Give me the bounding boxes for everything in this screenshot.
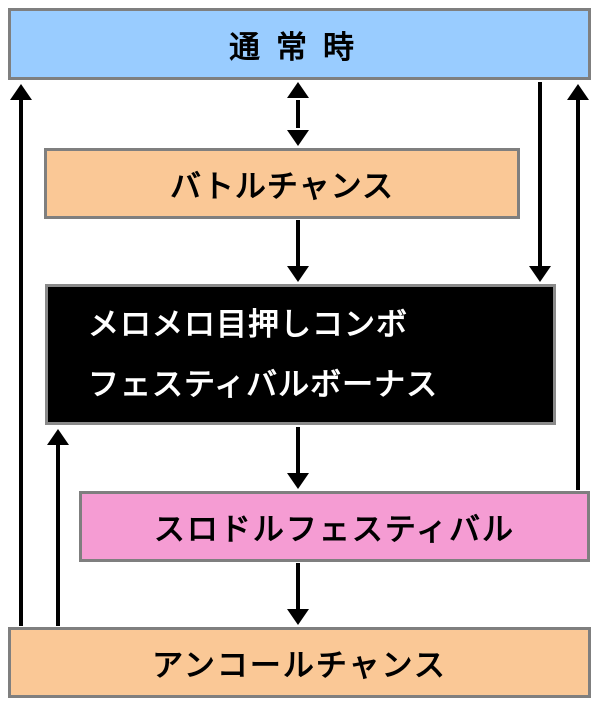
node-normal-label: 通常時 [229,29,370,66]
arrowhead-up-normal-left [10,84,32,100]
node-encore-chance: アンコールチャンス [8,627,591,698]
node-melomelo-line1: メロメロ目押しコンボ [88,306,408,343]
arrowhead-down-melomelo-2 [529,266,551,282]
node-normal: 通常時 [8,8,591,80]
arrowhead-down-battle [287,130,309,146]
node-encore-label: アンコールチャンス [152,648,447,684]
node-melomelo-line2: フェスティバルボーナス [88,366,439,403]
node-melomelo-bonus: メロメロ目押しコンボ フェスティバルボーナス [45,284,556,425]
node-battle-chance-label: バトルチャンス [170,169,394,205]
arrowhead-down-melomelo-1 [287,266,309,282]
node-surodoru-festival: スロドルフェスティバル [79,491,590,562]
node-battle-chance: バトルチャンス [44,148,520,219]
arrowhead-up-melomelo [47,429,69,445]
arrowhead-down-encore [287,609,309,625]
arrowhead-up-normal-right [567,84,589,100]
arrowhead-up-normal [287,82,309,98]
arrowhead-down-surodoru [287,473,309,489]
node-surodoru-label: スロドルフェスティバル [153,512,516,548]
